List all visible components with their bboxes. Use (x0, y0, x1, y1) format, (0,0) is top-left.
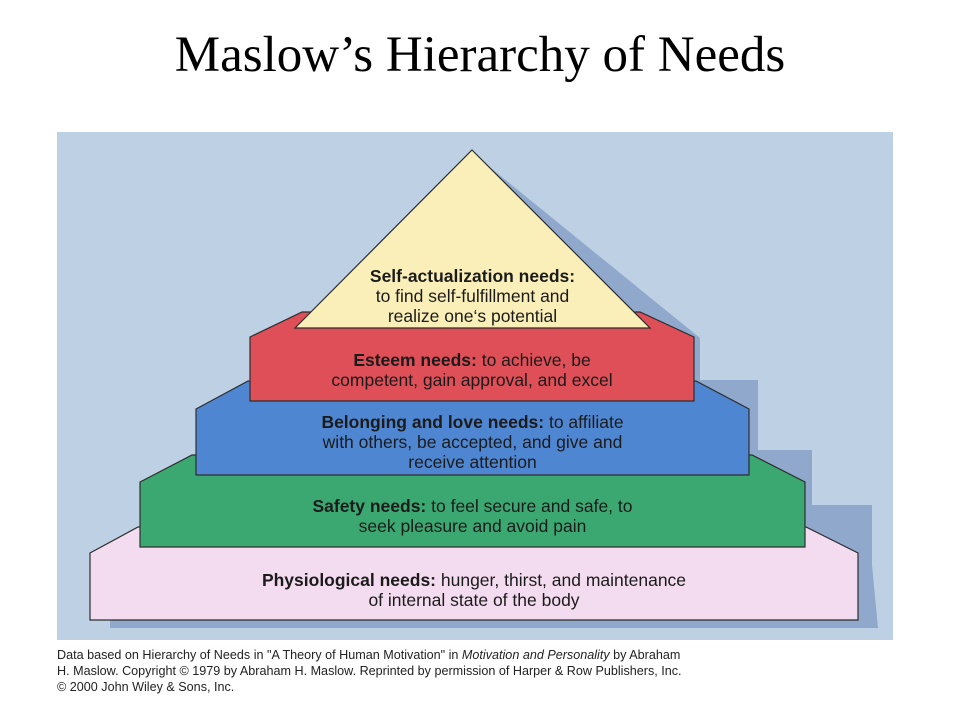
belonging-tier-shape (195, 380, 750, 476)
belonging-heading: Belonging and love needs: (321, 412, 545, 432)
esteem-heading: Esteem needs: (353, 350, 477, 370)
esteem-tier-shape (249, 311, 695, 402)
caption-book-title: Motivation and Personality (461, 648, 610, 662)
self-actualization-line-2: to find self-fulfillment and (375, 286, 570, 306)
caption-text-2: by Abraham (609, 648, 681, 662)
physiological-tier-shape (89, 526, 859, 621)
caption-line-2: H. Maslow. Copyright © 1979 by Abraham H… (57, 664, 682, 678)
caption-line-3: © 2000 John Wiley & Sons, Inc. (57, 680, 235, 694)
belonging-label: Belonging and love needs: to affiliate w… (196, 412, 749, 472)
esteem-label: Esteem needs: to achieve, be competent, … (250, 350, 694, 390)
self-actualization-tier-shape (293, 149, 652, 329)
self-actualization-line-3: realize one‘s potential (387, 306, 558, 326)
physiological-label: Physiological needs: hunger, thirst, and… (90, 570, 858, 610)
physiological-heading: Physiological needs: (261, 570, 437, 590)
esteem-line-1: to achieve, be (476, 350, 591, 370)
belonging-line-3: receive attention (408, 452, 537, 472)
physiological-line-2: of internal state of the body (368, 590, 580, 610)
self-actualization-label: Self-actualization needs: to find self-f… (300, 266, 645, 326)
safety-label: Safety needs: to feel secure and safe, t… (140, 496, 805, 536)
belonging-line-2: with others, be accepted, and give and (322, 432, 623, 452)
safety-line-2: seek pleasure and avoid pain (358, 516, 587, 536)
safety-tier-shape (139, 454, 806, 548)
self-actualization-heading: Self-actualization needs: (369, 266, 576, 286)
source-caption: Data based on Hierarchy of Needs in "A T… (57, 647, 847, 695)
esteem-line-2: competent, gain approval, and excel (331, 370, 613, 390)
physiological-line-1: hunger, thirst, and maintenance (436, 570, 687, 590)
safety-line-1: to feel secure and safe, to (426, 496, 633, 516)
belonging-line-1: to affiliate (544, 412, 624, 432)
safety-heading: Safety needs: (312, 496, 427, 516)
slide-title: Maslow’s Hierarchy of Needs (174, 27, 786, 83)
caption-text-1: Data based on Hierarchy of Needs in "A T… (57, 648, 462, 662)
